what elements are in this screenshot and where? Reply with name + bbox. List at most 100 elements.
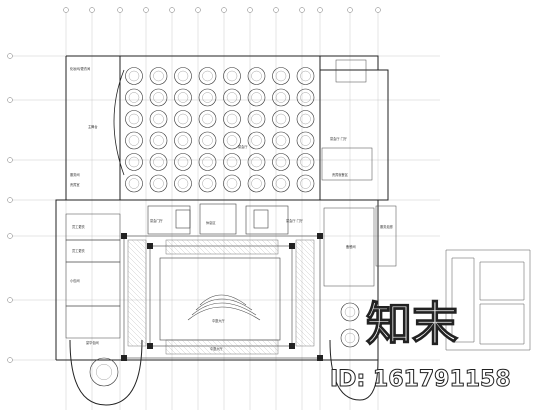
banquet-table-top xyxy=(226,92,238,103)
hatch-line xyxy=(127,245,147,265)
hatch-line xyxy=(141,239,147,245)
hatch-line xyxy=(309,239,315,245)
banquet-table xyxy=(198,88,217,107)
axis-bubble xyxy=(221,7,227,13)
banquet-table-top xyxy=(202,178,213,189)
banquet-table xyxy=(125,67,143,85)
banquet-table-top xyxy=(128,178,140,189)
banquet-table xyxy=(174,67,192,85)
hatch-line xyxy=(127,325,147,345)
hatch-line xyxy=(271,239,279,247)
label-banquet-foyer: 宴会厅 门厅 xyxy=(330,136,348,141)
banquet-table xyxy=(247,110,266,128)
banquet-table xyxy=(296,67,315,85)
banquet-table-top xyxy=(153,135,164,146)
hatch-line xyxy=(295,295,315,315)
hatch-line xyxy=(127,275,147,295)
hatch-line xyxy=(295,255,315,275)
column xyxy=(121,355,127,361)
hatch-line xyxy=(165,243,177,255)
hatch-line xyxy=(295,245,315,265)
banquet-table-top xyxy=(153,92,164,103)
vip-table-top xyxy=(344,332,356,344)
hatch-line xyxy=(211,339,227,355)
banquet-table xyxy=(149,110,168,128)
banquet-table-top xyxy=(128,92,140,103)
axis-bubble xyxy=(375,7,381,13)
hatch-line xyxy=(191,239,207,255)
hatch-line xyxy=(304,239,315,250)
hatch-line xyxy=(231,339,247,355)
banquet-table xyxy=(125,88,143,107)
banquet-table xyxy=(247,67,266,85)
banquet-table xyxy=(149,67,168,85)
banquet-table-top xyxy=(300,92,311,103)
banquet-table-top xyxy=(177,135,189,146)
banquet-table-top xyxy=(177,92,189,103)
banquet-table-top xyxy=(300,70,311,82)
stage-arc xyxy=(113,69,125,176)
banquet-table xyxy=(223,153,241,171)
banquet-table-top xyxy=(275,113,287,125)
lobby-structure xyxy=(123,235,321,359)
hatch-line xyxy=(127,320,147,340)
right-rooms xyxy=(321,59,397,287)
banquet-table xyxy=(125,174,143,193)
hatch-line xyxy=(226,239,242,255)
axis-bubble xyxy=(7,157,13,163)
building-walls xyxy=(55,55,389,361)
axis-bubble xyxy=(7,357,13,363)
axis-bubble xyxy=(299,7,305,13)
hatch-line xyxy=(211,239,227,255)
label-cloak-right: 宴会厅 门厅 xyxy=(286,218,304,223)
label-prep-room: 贵宾室 xyxy=(70,182,80,187)
label-elevator-hall: 休息区 xyxy=(206,220,216,225)
hatch-line xyxy=(171,239,187,255)
right-rotunda xyxy=(329,339,379,401)
label-cloak-left: 宴会门厅 xyxy=(150,218,164,223)
banquet-table xyxy=(272,153,290,171)
hatch-line xyxy=(246,339,262,355)
banquet-table-top xyxy=(128,156,140,168)
banquet-tables xyxy=(125,67,315,193)
hatch-line xyxy=(295,270,315,290)
banquet-table-top xyxy=(275,92,287,103)
hatch-line xyxy=(295,250,315,270)
vip-dining-tables xyxy=(89,302,360,387)
banquet-table xyxy=(223,67,241,85)
hatch-line xyxy=(191,339,207,355)
hatch-line xyxy=(295,320,315,340)
label-storage: 服务间 xyxy=(70,172,80,177)
banquet-table-top xyxy=(251,113,262,125)
hatch-line xyxy=(136,239,147,250)
column xyxy=(289,243,295,249)
banquet-table xyxy=(198,174,217,193)
banquet-table-top xyxy=(177,70,189,82)
hatch-line xyxy=(295,325,315,345)
axis-bubble xyxy=(7,97,13,103)
hatch-line xyxy=(181,239,197,255)
banquet-table xyxy=(174,131,192,150)
banquet-table-top xyxy=(128,70,140,82)
label-stair-hall: 中庭大厅 xyxy=(210,346,224,351)
banquet-table-top xyxy=(202,113,213,125)
hatch-line xyxy=(276,239,279,242)
hatch-line xyxy=(127,290,147,310)
hatch-line xyxy=(295,280,315,300)
banquet-table-top xyxy=(153,113,164,125)
banquet-table xyxy=(296,174,315,193)
watermark-brand: 知末 xyxy=(366,297,458,351)
hatch-line xyxy=(127,305,147,325)
hatch-line xyxy=(196,239,212,255)
hatch-line xyxy=(251,339,267,355)
hatch-line xyxy=(226,339,242,355)
label-lobby: 中庭大厅 xyxy=(212,318,226,323)
hatch-line xyxy=(127,255,147,275)
hatch-line xyxy=(261,239,277,255)
left-service-rooms xyxy=(65,213,121,339)
hatch-line xyxy=(171,339,187,355)
hatch-line xyxy=(186,239,202,255)
hatch-line xyxy=(181,339,197,355)
label-control-room: 化妆间/更衣间 xyxy=(70,66,90,71)
